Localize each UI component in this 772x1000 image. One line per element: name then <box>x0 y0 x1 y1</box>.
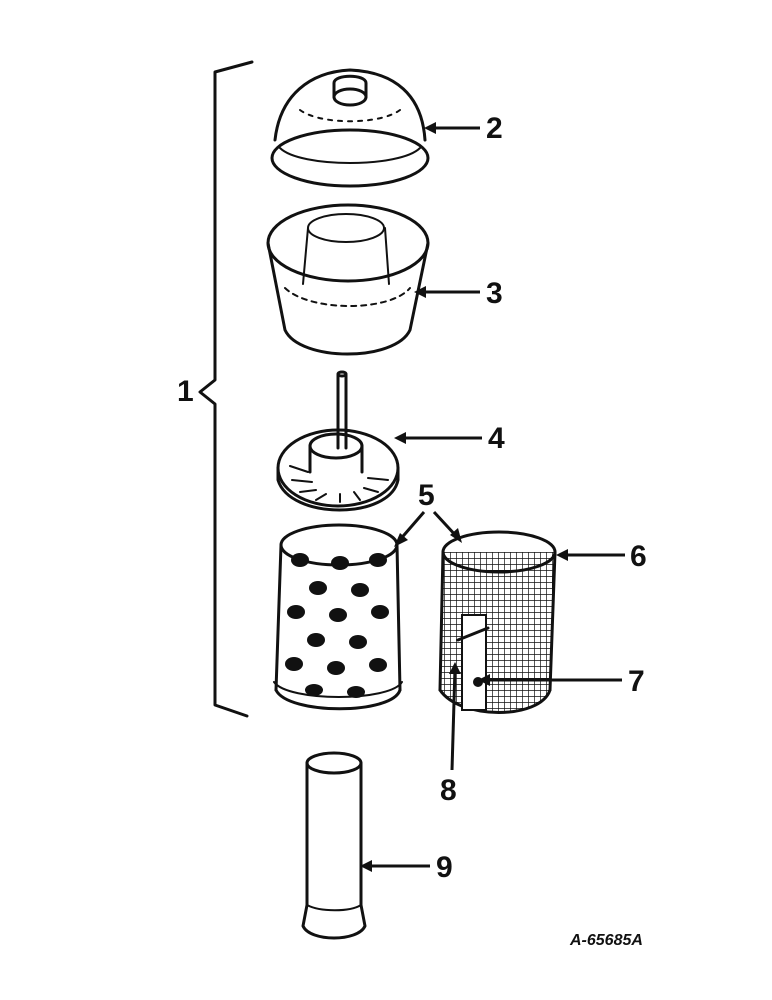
callout-3: 3 <box>486 277 503 310</box>
callout-8: 8 <box>440 774 457 807</box>
assembly-bracket <box>198 60 254 718</box>
part-mesh-screen <box>438 530 557 714</box>
part-cap <box>270 68 430 188</box>
callout-7: 7 <box>628 665 645 698</box>
part-sleeve <box>301 751 367 940</box>
part-bowl <box>266 203 430 356</box>
figure-reference-code: A-65685A <box>569 932 643 949</box>
callout-9: 9 <box>436 851 453 884</box>
leader-lines <box>360 122 625 872</box>
part-baffle <box>276 370 400 512</box>
callout-6: 6 <box>630 540 647 573</box>
part-perforated-tube <box>273 523 403 711</box>
callout-2: 2 <box>486 112 503 145</box>
callout-5: 5 <box>418 479 435 512</box>
callout-1: 1 <box>177 375 194 408</box>
callout-4: 4 <box>488 422 505 455</box>
